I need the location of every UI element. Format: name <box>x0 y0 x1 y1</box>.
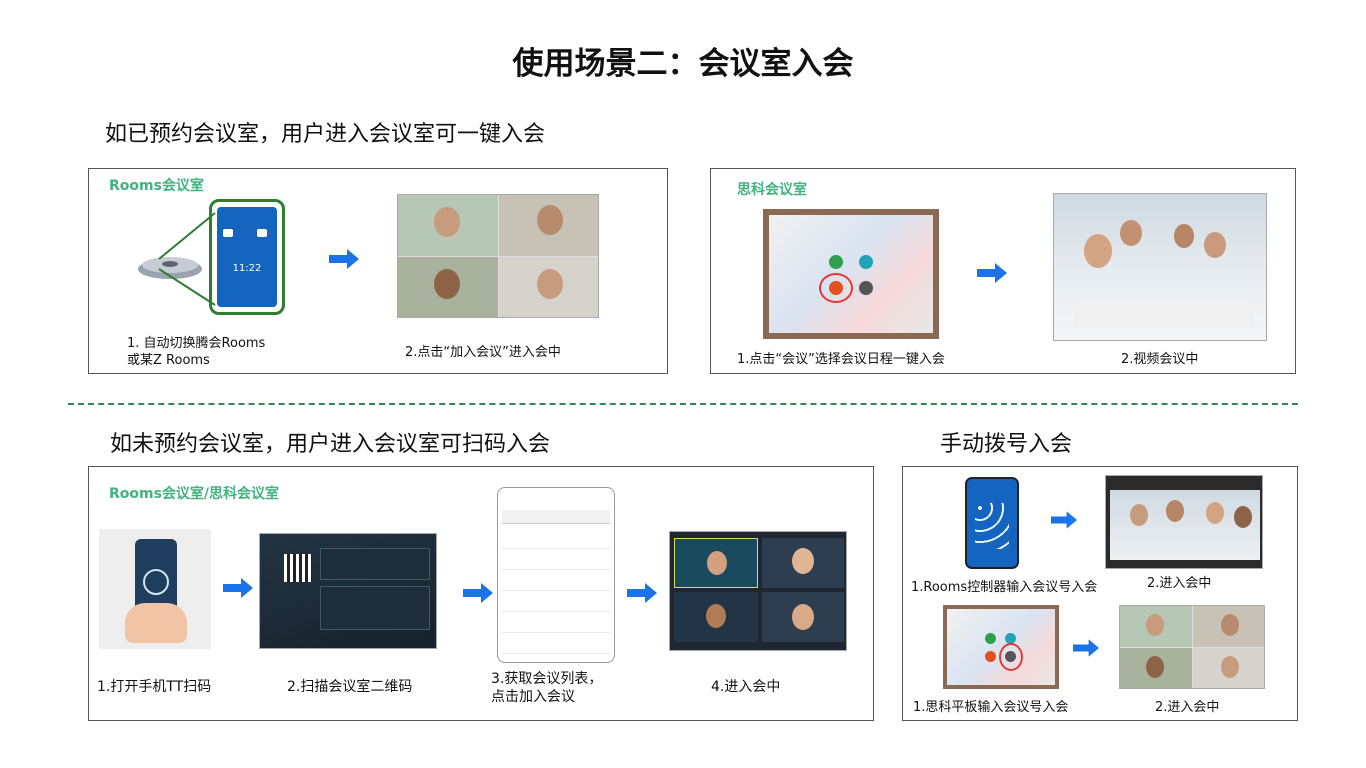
page-title: 使用场景二：会议室入会 <box>512 46 854 82</box>
arrow-right-icon <box>1051 511 1077 529</box>
section2-heading: 如未预约会议室，用户进入会议室可扫码入会 <box>110 432 551 457</box>
qr-code-icon <box>284 554 312 582</box>
cisco-video-call <box>1053 193 1267 341</box>
dial-row1-step2: 2.进入会中 <box>1147 576 1212 591</box>
arrow-right-icon <box>223 578 253 598</box>
scan-step3b: 点击加入会议 <box>491 689 575 705</box>
manual-dial-panel: 1.Rooms控制器输入会议号入会 2.进入会中 1.思科平板输入会议号入会 2… <box>902 466 1298 721</box>
video-grid <box>397 194 599 318</box>
in-meeting-grid <box>669 531 847 651</box>
phone-scan-image <box>99 529 211 649</box>
scan-panel-label: Rooms会议室/思科会议室 <box>109 486 280 502</box>
rooms-controller-screen[interactable]: 11:22 <box>217 207 277 307</box>
rooms-panel: Rooms会议室 11:22 1. 自动切换腾会Rooms 或某Z Rooms … <box>88 168 668 374</box>
connector-lines <box>158 212 216 306</box>
arrow-right-icon <box>463 583 493 603</box>
dialpad-icon[interactable] <box>975 503 1009 549</box>
rooms-step2: 2.点击“加入会议”进入会中 <box>405 345 561 360</box>
scan-step4: 4.进入会中 <box>711 679 781 695</box>
meeting-list-phone <box>497 487 615 663</box>
dial-row1-step1: 1.Rooms控制器输入会议号入会 <box>911 580 1098 595</box>
rooms-dialpad-controller[interactable] <box>965 477 1019 569</box>
cisco-panel: 思科会议室 1.点击“会议”选择会议日程一键入会 2.视频会议中 <box>710 168 1296 374</box>
scan-step1: 1.打开手机TT扫码 <box>97 679 212 695</box>
meeting-list[interactable] <box>502 528 610 658</box>
section3-heading: 手动拨号入会 <box>940 432 1073 457</box>
section-divider <box>68 403 1298 405</box>
dial-row2-step1: 1.思科平板输入会议号入会 <box>913 700 1069 715</box>
scan-step2: 2.扫描会议室二维码 <box>287 679 413 695</box>
scan-step3: 3.获取会议列表， <box>491 671 603 687</box>
cisco-touch-screen[interactable] <box>769 215 933 333</box>
arrow-right-icon <box>329 249 359 269</box>
join-icon[interactable] <box>257 229 267 237</box>
section1-heading: 如已预约会议室，用户进入会议室可一键入会 <box>105 122 546 147</box>
share-icon[interactable] <box>859 255 873 269</box>
dial-row2-step2: 2.进入会中 <box>1155 700 1220 715</box>
settings-icon[interactable] <box>859 281 873 295</box>
highlight-circle <box>819 273 853 303</box>
device-time: 11:22 <box>232 263 262 274</box>
cisco-dial-screen[interactable] <box>947 609 1055 685</box>
meet-icon[interactable] <box>223 229 233 237</box>
arrow-right-icon <box>1073 639 1099 657</box>
cisco-panel-label: 思科会议室 <box>737 182 807 198</box>
highlight-circle <box>999 643 1023 671</box>
dial-row1-meeting <box>1105 475 1263 569</box>
rooms-controller-frame: 11:22 <box>209 199 285 315</box>
cisco-dial-panel <box>943 605 1059 689</box>
scan-panel: Rooms会议室/思科会议室 1.打开手机TT扫码 2.扫描会议室二维码 3.获… <box>88 466 874 721</box>
dial-row2-meeting <box>1119 605 1265 689</box>
cisco-step1: 1.点击“会议”选择会议日程一键入会 <box>737 352 945 367</box>
rooms-panel-label: Rooms会议室 <box>109 178 204 194</box>
cisco-touch-panel <box>763 209 939 339</box>
arrow-right-icon <box>977 263 1007 283</box>
rooms-step1: 1. 自动切换腾会Rooms <box>127 336 266 351</box>
cisco-step2: 2.视频会议中 <box>1121 352 1199 367</box>
call-icon[interactable] <box>829 255 843 269</box>
speakerphone-image <box>135 245 205 281</box>
rooms-step1b: 或某Z Rooms <box>127 353 210 368</box>
scan-icon[interactable] <box>143 569 169 595</box>
qr-screen <box>259 533 437 649</box>
arrow-right-icon <box>627 583 657 603</box>
